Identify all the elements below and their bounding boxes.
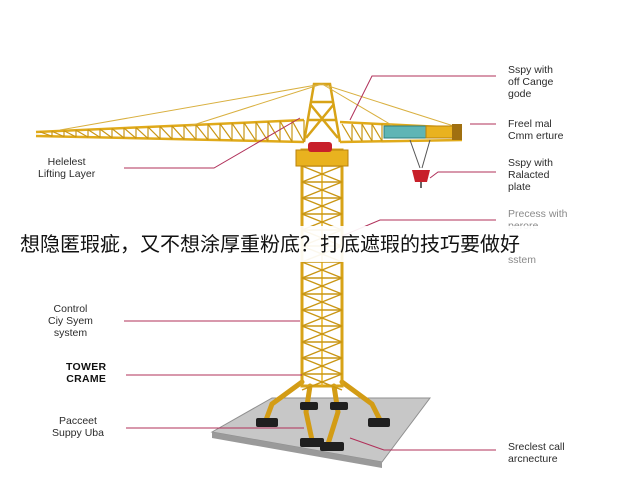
tower-mast [300,148,344,391]
outrigger-legs [263,379,383,447]
lattice-brace [171,125,185,140]
lattice-brace [63,130,77,138]
lattice-brace [207,123,221,141]
lattice-brace [301,181,343,199]
label-steel-cell: Sreclest call arcnecture [508,441,565,465]
label-line: Control [53,303,88,315]
label-line: Cmm erture [508,130,564,142]
label-control-system: Control Ciy Syem system [48,303,93,339]
lattice-brace [183,124,197,140]
lattice-brace [301,293,343,311]
lattice-brace [51,130,65,138]
lattice-brace [243,122,257,142]
lattice-brace [301,277,343,295]
lattice-brace [279,120,293,143]
lattice-brace [159,126,173,140]
label-line: CRAME [66,373,107,385]
lattice-brace [301,197,343,215]
label-line: Precess with [508,208,568,220]
label-line: Ralacted [508,169,550,181]
slewing-motor [308,142,332,152]
lattice-brace [255,121,269,142]
lattice-brace [301,309,343,327]
label-line: Pacceet [59,415,97,427]
label-spray-off: Sspy with off Cange gode [508,64,553,100]
pendant-ties [59,83,461,131]
label-line: plate [508,181,531,193]
lattice-brace [267,121,281,142]
lattice-brace [75,129,89,138]
lattice-brace [147,126,161,140]
jib [35,118,305,144]
lattice-brace [219,123,233,141]
lattice-brace [99,128,113,139]
label-lifting-layer: Helelest Lifting Layer [38,156,95,180]
lattice-brace [39,131,53,137]
label-line: system [53,327,88,339]
label-line: gode [508,88,532,100]
label-line: off Cange [508,76,554,88]
lattice-brace [301,357,343,375]
label-support: Pacceet Suppy Uba [52,415,104,439]
label-line: Sspy with [508,64,553,76]
label-line: Ciy Syem [48,315,93,327]
label-spray-plate: Sspy with Ralacted plate [508,157,553,193]
lattice-brace [135,127,149,139]
lattice-brace [87,129,101,138]
label-process-tail: sstem [508,254,536,266]
overlay-banner [0,226,640,262]
tower-head [302,82,342,143]
label-line: sstem [508,254,537,266]
lattice-brace [291,120,305,143]
overlay-title: 想隐匿瑕疵，又不想涂厚重粉底？打底遮瑕的技巧要做好 [20,232,520,256]
label-line: arcnecture [508,453,558,465]
base-slab-edge [212,432,382,468]
lattice-brace [301,165,343,183]
counterweight-cabin [383,125,427,139]
lattice-brace [301,261,343,279]
lattice-brace [195,124,209,141]
counterweight-block [452,124,462,140]
label-line: Suppy Uba [52,427,104,439]
lattice-brace [351,123,363,142]
label-tower-crane: TOWER CRAME [66,361,106,385]
lattice-brace [341,123,353,142]
lattice-brace [361,123,373,142]
slewing-unit [295,149,349,167]
lattice-brace [231,122,245,141]
lattice-brace [111,128,125,139]
leader-lines [124,75,496,451]
label-line: Sspy with [508,157,553,169]
label-freel-cam: Freel mal Cmm erture [508,118,563,142]
label-line: TOWER [66,361,107,373]
label-line: Helelest [47,156,86,168]
label-line: Sreclest call [508,441,565,453]
label-line: Lifting Layer [38,168,96,180]
lattice-brace [371,123,383,142]
hook-block [409,139,431,188]
lattice-brace [301,373,343,391]
label-line: Freel mal [508,118,552,130]
lattice-brace [301,341,343,359]
lattice-brace [123,127,137,139]
lattice-brace [301,325,343,343]
base-pads [256,402,390,451]
